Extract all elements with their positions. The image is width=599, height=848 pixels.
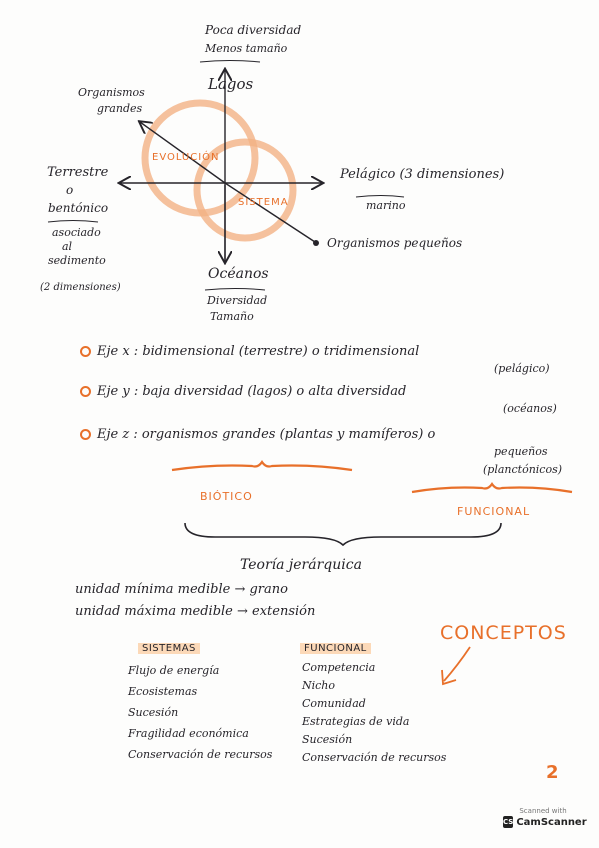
funcional-list: Competencia Nicho Comunidad Estrategias … [302, 659, 446, 767]
list-item: Nicho [302, 679, 336, 692]
scanner-stamp: Scanned with CS CamScanner [503, 807, 587, 839]
concepts-heading: CONCEPTOS [440, 622, 567, 644]
bottom-label-2: Tamaño [210, 310, 254, 323]
bullet-icon [80, 386, 91, 397]
concepts-arrow [443, 646, 471, 682]
left-label-4: asociado [52, 226, 101, 239]
left-label-2: o [66, 183, 74, 197]
top-label-2: Menos tamaño [205, 42, 288, 55]
list-item: Flujo de energía [128, 664, 220, 677]
list-item: Conservación de recursos [128, 748, 273, 761]
left-label-6: sedimento [48, 254, 106, 267]
stamp-caption: Scanned with [519, 807, 567, 815]
stamp-name: CamScanner [516, 816, 587, 828]
theory-line-2: unidad máxima medible → extensión [75, 604, 316, 619]
bottom-label-1: Diversidad [207, 294, 268, 307]
axis-note-x-cont: (pelágico) [494, 362, 550, 375]
axis-note-z-cont2: (planctónicos) [483, 463, 563, 476]
list-item: Sucesión [128, 706, 179, 719]
axis-note-x: Eje x : bidimensional (terrestre) o trid… [80, 344, 419, 359]
sistema-label: SISTEMA [238, 197, 289, 208]
bullet-icon [80, 346, 91, 357]
sistema-circle [193, 138, 297, 242]
z-axis [224, 182, 316, 243]
left-label-7: (2 dimensiones) [40, 282, 121, 293]
camscanner-logo-icon: CS [503, 816, 514, 828]
theory-line-1: unidad mínima medible → grano [75, 582, 288, 597]
bullet-icon [80, 429, 91, 440]
sistemas-header: SISTEMAS [138, 636, 200, 655]
list-item: Fragilidad económica [128, 727, 249, 740]
bottom-axis-label: Océanos [208, 266, 269, 282]
upper-left-label-2: grandes [97, 102, 143, 115]
right-label-2: marino [366, 199, 406, 212]
list-item: Competencia [302, 661, 376, 674]
funcional-label: FUNCIONAL [457, 505, 531, 518]
axis-note-z-cont: pequeños [494, 445, 548, 458]
sistemas-list: Flujo de energía Ecosistemas Sucesión Fr… [128, 660, 272, 765]
left-label-1: Terrestre [47, 165, 109, 180]
upper-left-label-1: Organismos [78, 86, 145, 99]
funcional-header: FUNCIONAL [300, 636, 371, 655]
evolucion-label: EVOLUCIÓN [152, 152, 220, 163]
biotico-brace [171, 460, 353, 472]
list-item: Estrategias de vida [302, 715, 410, 728]
left-label-5: al [62, 240, 73, 253]
axis-note-y-cont: (océanos) [503, 402, 557, 415]
right-label-1: Pelágico (3 dimensiones) [340, 167, 505, 182]
biotico-label: BIÓTICO [200, 490, 253, 503]
axis-note-z: Eje z : organismos grandes (plantas y ma… [80, 427, 435, 442]
theory-title: Teoría jerárquica [240, 557, 362, 573]
top-label-1: Poca diversidad [205, 23, 302, 37]
list-item: Ecosistemas [128, 685, 198, 698]
axis-note-y: Eje y : baja diversidad (lagos) o alta d… [80, 384, 406, 399]
top-axis-label: Lagos [208, 75, 254, 93]
page-number: 2 [546, 762, 559, 783]
main-brace [184, 522, 502, 547]
list-item: Comunidad [302, 697, 366, 710]
left-label-3: bentónico [48, 201, 109, 215]
lower-right-label: Organismos pequeños [327, 236, 463, 250]
list-item: Conservación de recursos [302, 751, 447, 764]
funcional-brace [411, 482, 573, 494]
list-item: Sucesión [302, 733, 353, 746]
